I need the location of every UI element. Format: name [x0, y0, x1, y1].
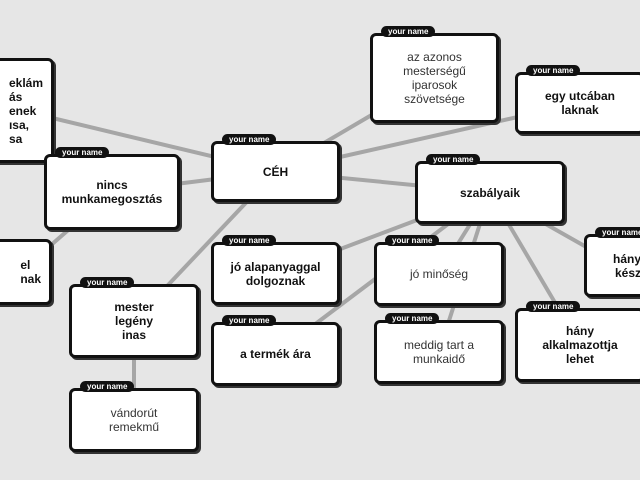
node-label: hány alkalmazottja lehet [542, 324, 618, 366]
node-tag: your name [426, 154, 481, 165]
node-label: jó minőség [409, 267, 469, 281]
node-label: a termék ára [240, 347, 311, 361]
node-mester-legeny-inas[interactable]: your name mester legény inas [69, 277, 199, 358]
node-label: jó alapanyaggal dolgoznak [230, 259, 321, 288]
node-jo-alapanyaggal[interactable]: your name jó alapanyaggal dolgoznak [211, 235, 340, 305]
node-tag: your name [385, 313, 440, 324]
node-egy-utcaban[interactable]: your name egy utcában laknak [515, 65, 640, 134]
node-tag: your name [526, 301, 581, 312]
node-label: el nak [20, 258, 41, 286]
node-tag: your name [80, 277, 135, 288]
node-tag: your name [381, 26, 436, 37]
node-hany-alkalmazottja[interactable]: your name hány alkalmazottja lehet [515, 301, 640, 382]
node-tag: your name [595, 227, 640, 238]
node-tag: your name [526, 65, 581, 76]
node-label: meddig tart a munkaidő [403, 338, 475, 366]
node-jo-minoseg[interactable]: your name jó minőség [374, 235, 504, 306]
node-label: eklám ás enek ısa, sa [8, 75, 43, 146]
node-szabalyaik[interactable]: your name szabályaik [415, 154, 565, 224]
node-tag: your name [222, 134, 277, 145]
node-label: mester legény inas [114, 300, 154, 342]
node-label: hány kész [612, 251, 640, 280]
node-label: CÉH [262, 164, 289, 179]
node-label: vándorút remekmű [108, 406, 159, 434]
node-tag: your name [55, 147, 110, 158]
node-tag: your name [222, 235, 277, 246]
node-tag: your name [80, 381, 135, 392]
node-label: szabályaik [459, 185, 521, 200]
node-tag: your name [385, 235, 440, 246]
node-label: az azonos mesterségű iparosok szövetsége [403, 50, 466, 106]
node-vandorut-remekmu[interactable]: your name vándorút remekmű [69, 381, 199, 452]
node-hany-kesz-partial[interactable]: your name hány kész [584, 227, 640, 297]
node-tag: your name [222, 315, 277, 326]
node-label: egy utcában laknak [544, 89, 616, 117]
node-left-partial[interactable]: el nak [0, 239, 52, 305]
node-termek-ara[interactable]: your name a termék ára [211, 315, 340, 386]
node-ceh[interactable]: your name CÉH [211, 134, 340, 202]
node-label: nincs munkamegosztás [61, 178, 163, 206]
node-azonos-mestersegu[interactable]: your name az azonos mesterségű iparosok … [370, 26, 499, 123]
node-reklam-partial[interactable]: eklám ás enek ısa, sa [0, 58, 54, 163]
node-nincs-munkamegosztas[interactable]: your name nincs munkamegosztás [44, 147, 180, 230]
node-meddig-tart[interactable]: your name meddig tart a munkaidő [374, 313, 504, 384]
